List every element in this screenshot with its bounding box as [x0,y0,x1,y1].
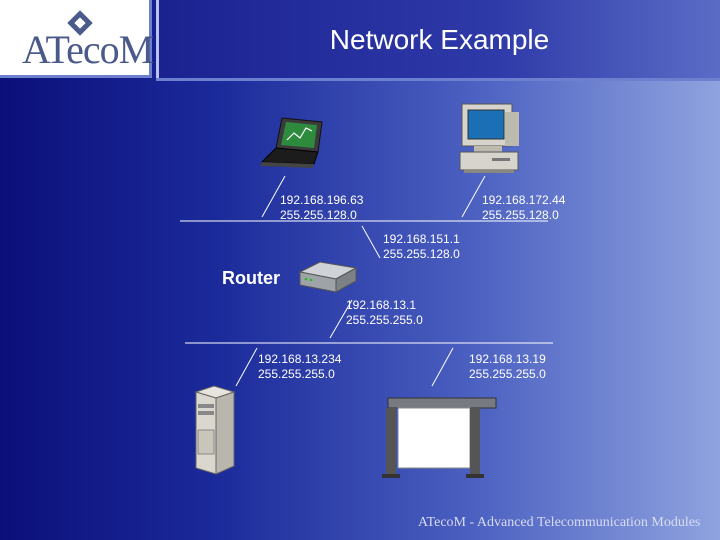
plotter-address-label: 192.168.13.19 255.255.255.0 [469,352,546,382]
logo-text: ATecoM [22,27,154,72]
tower-server-icon [194,385,236,475]
router-label: Router [222,268,280,288]
page-title: Network Example [329,24,550,55]
pc-link [461,175,486,218]
title-bar: Network Example [156,0,720,78]
router-upper-address-label: 192.168.151.1 255.255.128.0 [383,232,460,262]
router-upper-mask: 255.255.128.0 [383,247,460,261]
laptop-ip: 192.168.196.63 [280,193,364,207]
router-lower-address-label: 192.168.13.1 255.255.255.0 [346,298,423,328]
desktop-pc-icon [459,103,519,173]
router-lower-mask: 255.255.255.0 [346,313,423,327]
router-lower-ip: 192.168.13.1 [346,298,417,312]
server-mask: 255.255.255.0 [258,367,335,381]
laptop-icon [260,117,323,168]
router-upper-ip: 192.168.151.1 [383,232,460,246]
router-upper-link [361,225,381,259]
pc-ip: 192.168.172.44 [482,193,566,207]
router-icon [298,261,358,293]
pc-mask: 255.255.128.0 [482,208,559,222]
plotter-icon [382,397,497,478]
server-address-label: 192.168.13.234 255.255.255.0 [258,352,341,382]
plotter-link [431,347,454,387]
logo: ATecoM [0,0,154,78]
laptop-address-label: 192.168.196.63 255.255.128.0 [280,193,363,223]
router-lower-link [329,299,353,339]
plotter-mask: 255.255.255.0 [469,367,546,381]
server-ip: 192.168.13.234 [258,352,342,366]
footer-text: ATecoM - Advanced Telecommunication Modu… [418,515,701,530]
laptop-mask: 255.255.128.0 [280,208,357,222]
title-divider [156,78,720,81]
plotter-ip: 192.168.13.19 [469,352,546,366]
server-link [235,347,258,387]
pc-address-label: 192.168.172.44 255.255.128.0 [482,193,565,223]
laptop-link [261,175,286,218]
